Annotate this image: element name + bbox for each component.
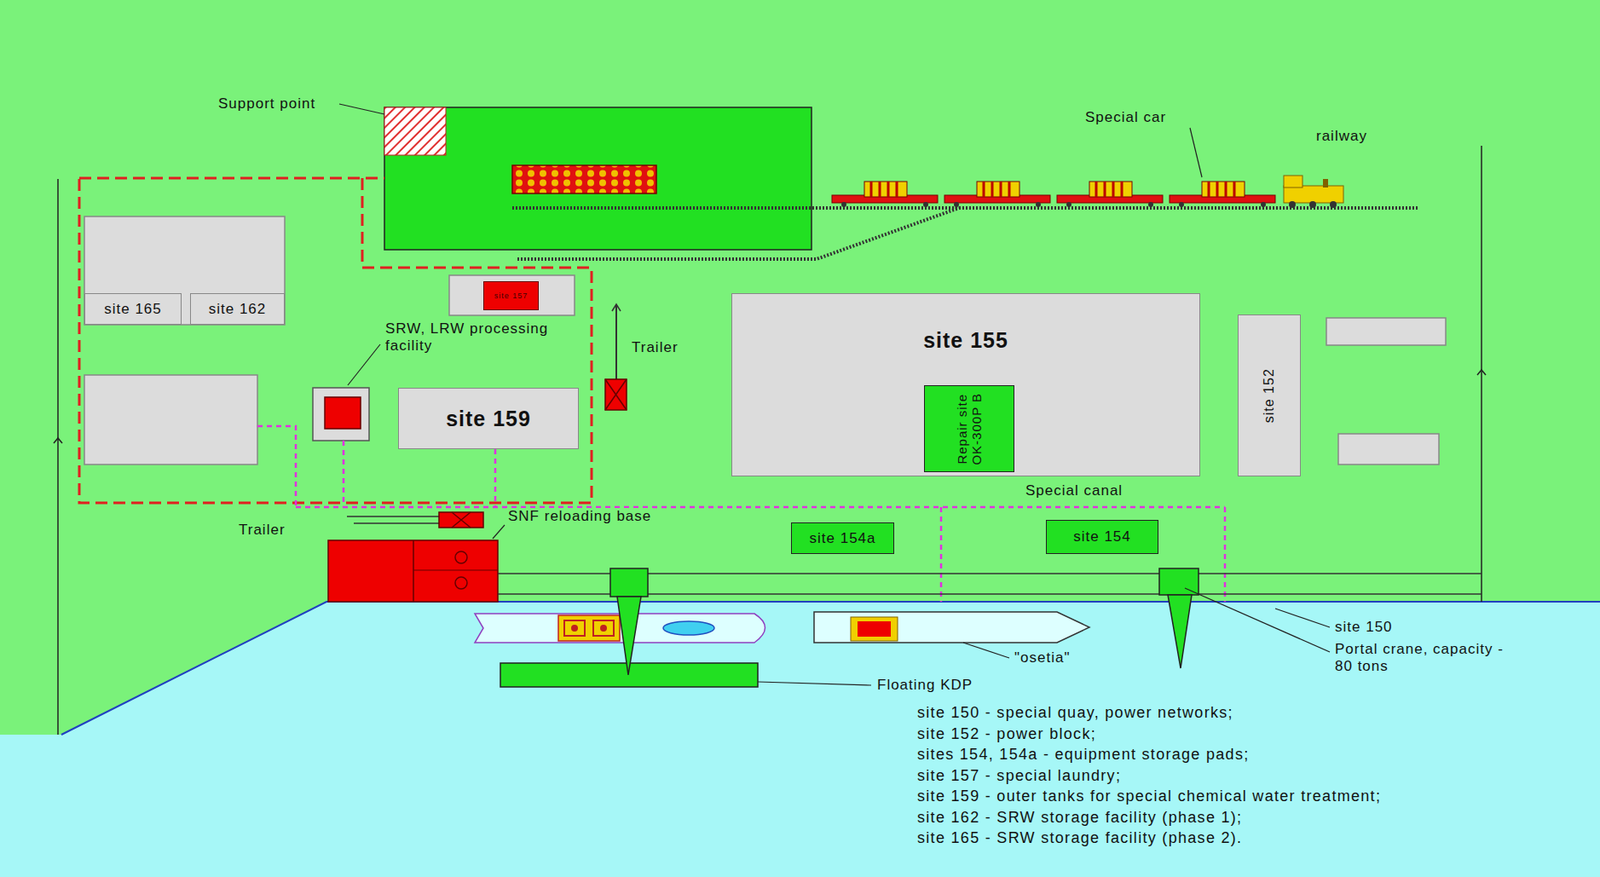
- callout-label: Special car: [1083, 109, 1168, 127]
- callout-label: SRW, LRW processing facility: [383, 320, 562, 356]
- callout-label: "osetia": [1012, 649, 1072, 667]
- site-name: site 152: [1261, 318, 1277, 473]
- locomotive: [1283, 175, 1344, 208]
- legend-note: site 165 - SRW storage facility (phase 2…: [915, 829, 1244, 849]
- laundry-box: site 157: [483, 281, 539, 311]
- repair-site-box: Repair site OK-300P B: [924, 385, 1015, 473]
- site-name: site 154: [1073, 528, 1132, 546]
- building-box: site 159: [398, 387, 579, 450]
- legend-note: site 162 - SRW storage facility (phase 1…: [915, 808, 1244, 828]
- building-box: site 162: [190, 293, 285, 325]
- storage-pad-box: site 154a: [791, 522, 895, 555]
- building-box: site 165: [84, 293, 182, 325]
- callout-label: Floating KDP: [875, 676, 975, 694]
- power-block-box: site 152: [1237, 314, 1301, 477]
- legend-note: site 157 - special laundry;: [915, 767, 1123, 786]
- legend-note: site 152 - power block;: [915, 725, 1098, 745]
- legend-note: sites 154, 154a - equipment storage pads…: [915, 745, 1252, 765]
- site-name: site 155: [923, 328, 1009, 353]
- callout-label: Trailer: [629, 339, 681, 357]
- legend-note: site 150 - special quay, power networks;: [915, 704, 1236, 723]
- legend-note: site 159 - outer tanks for special chemi…: [915, 787, 1383, 807]
- site-name: site 159: [445, 406, 532, 432]
- callout-label: site 150: [1333, 618, 1395, 636]
- canal-label: Special canal: [1023, 482, 1125, 500]
- storage-pad-box: site 154: [1045, 519, 1159, 555]
- site-name: site 165: [103, 300, 162, 318]
- site-name: site 154a: [809, 530, 877, 548]
- site-name: site 162: [208, 300, 267, 318]
- callout-label: Support point: [216, 95, 318, 113]
- callout-label: Trailer: [236, 521, 288, 539]
- railway-label: railway: [1314, 127, 1369, 145]
- building-box: site 155Repair site OK-300P B: [731, 293, 1201, 477]
- callout-label: Portal crane, capacity - 80 tons: [1333, 641, 1525, 676]
- site-name: site 157: [494, 291, 529, 301]
- callout-label: SNF reloading base: [506, 508, 653, 526]
- site-name: Repair site OK-300P B: [954, 387, 985, 470]
